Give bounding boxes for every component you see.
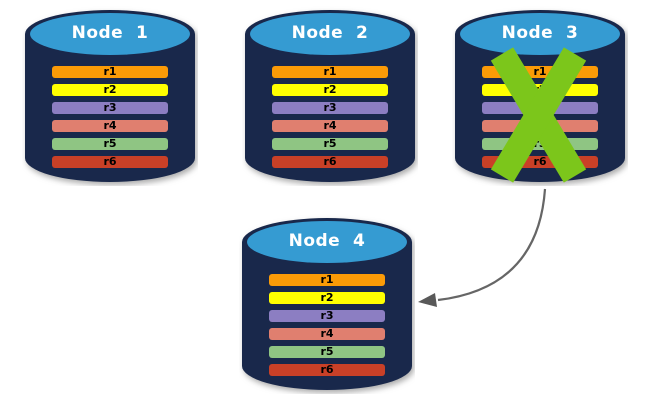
replica-row: r4 [272, 120, 388, 132]
replica-row: r5 [52, 138, 168, 150]
cylinder-top [30, 13, 190, 55]
node-4: Node 4 r1 r2 r3 r4 r5 r6 [239, 214, 415, 394]
replica-row: r3 [269, 310, 385, 322]
replica-row: r1 [272, 66, 388, 78]
replica-list: r1 r2 r3 r4 r5 r6 [272, 66, 388, 174]
node-title: Node 3 [501, 23, 579, 43]
replica-row: r5 [269, 346, 385, 358]
replica-row: r2 [272, 84, 388, 96]
replica-row: r1 [52, 66, 168, 78]
failure-x-icon [490, 47, 587, 183]
cylinder-top [247, 221, 407, 263]
node-title: Node 1 [71, 23, 149, 43]
node-title: Node 2 [291, 23, 369, 43]
failover-arrow-path [437, 188, 547, 302]
replica-row: r2 [269, 292, 385, 304]
replica-row: r5 [272, 138, 388, 150]
replica-list: r1 r2 r3 r4 r5 r6 [52, 66, 168, 174]
replica-list: r1 r2 r3 r4 r5 r6 [269, 274, 385, 382]
x-stroke [490, 47, 587, 183]
replica-row: r4 [269, 328, 385, 340]
replica-row: r3 [272, 102, 388, 114]
replica-row: r6 [52, 156, 168, 168]
node-2: Node 2 r1 r2 r3 r4 r5 r6 [242, 6, 418, 186]
replica-row: r6 [269, 364, 385, 376]
node-title: Node 4 [288, 231, 366, 251]
node-3: Node 3 r1 r2 r3 r4 r5 r6 [452, 6, 628, 186]
cylinder-top [250, 13, 410, 55]
replica-row: r1 [269, 274, 385, 286]
cylinder-top [460, 13, 620, 55]
replica-row: r4 [52, 120, 168, 132]
replica-row: r3 [52, 102, 168, 114]
replica-row: r6 [272, 156, 388, 168]
node-1: Node 1 r1 r2 r3 r4 r5 r6 [22, 6, 198, 186]
replica-row: r2 [52, 84, 168, 96]
arrowhead-icon [418, 293, 437, 307]
